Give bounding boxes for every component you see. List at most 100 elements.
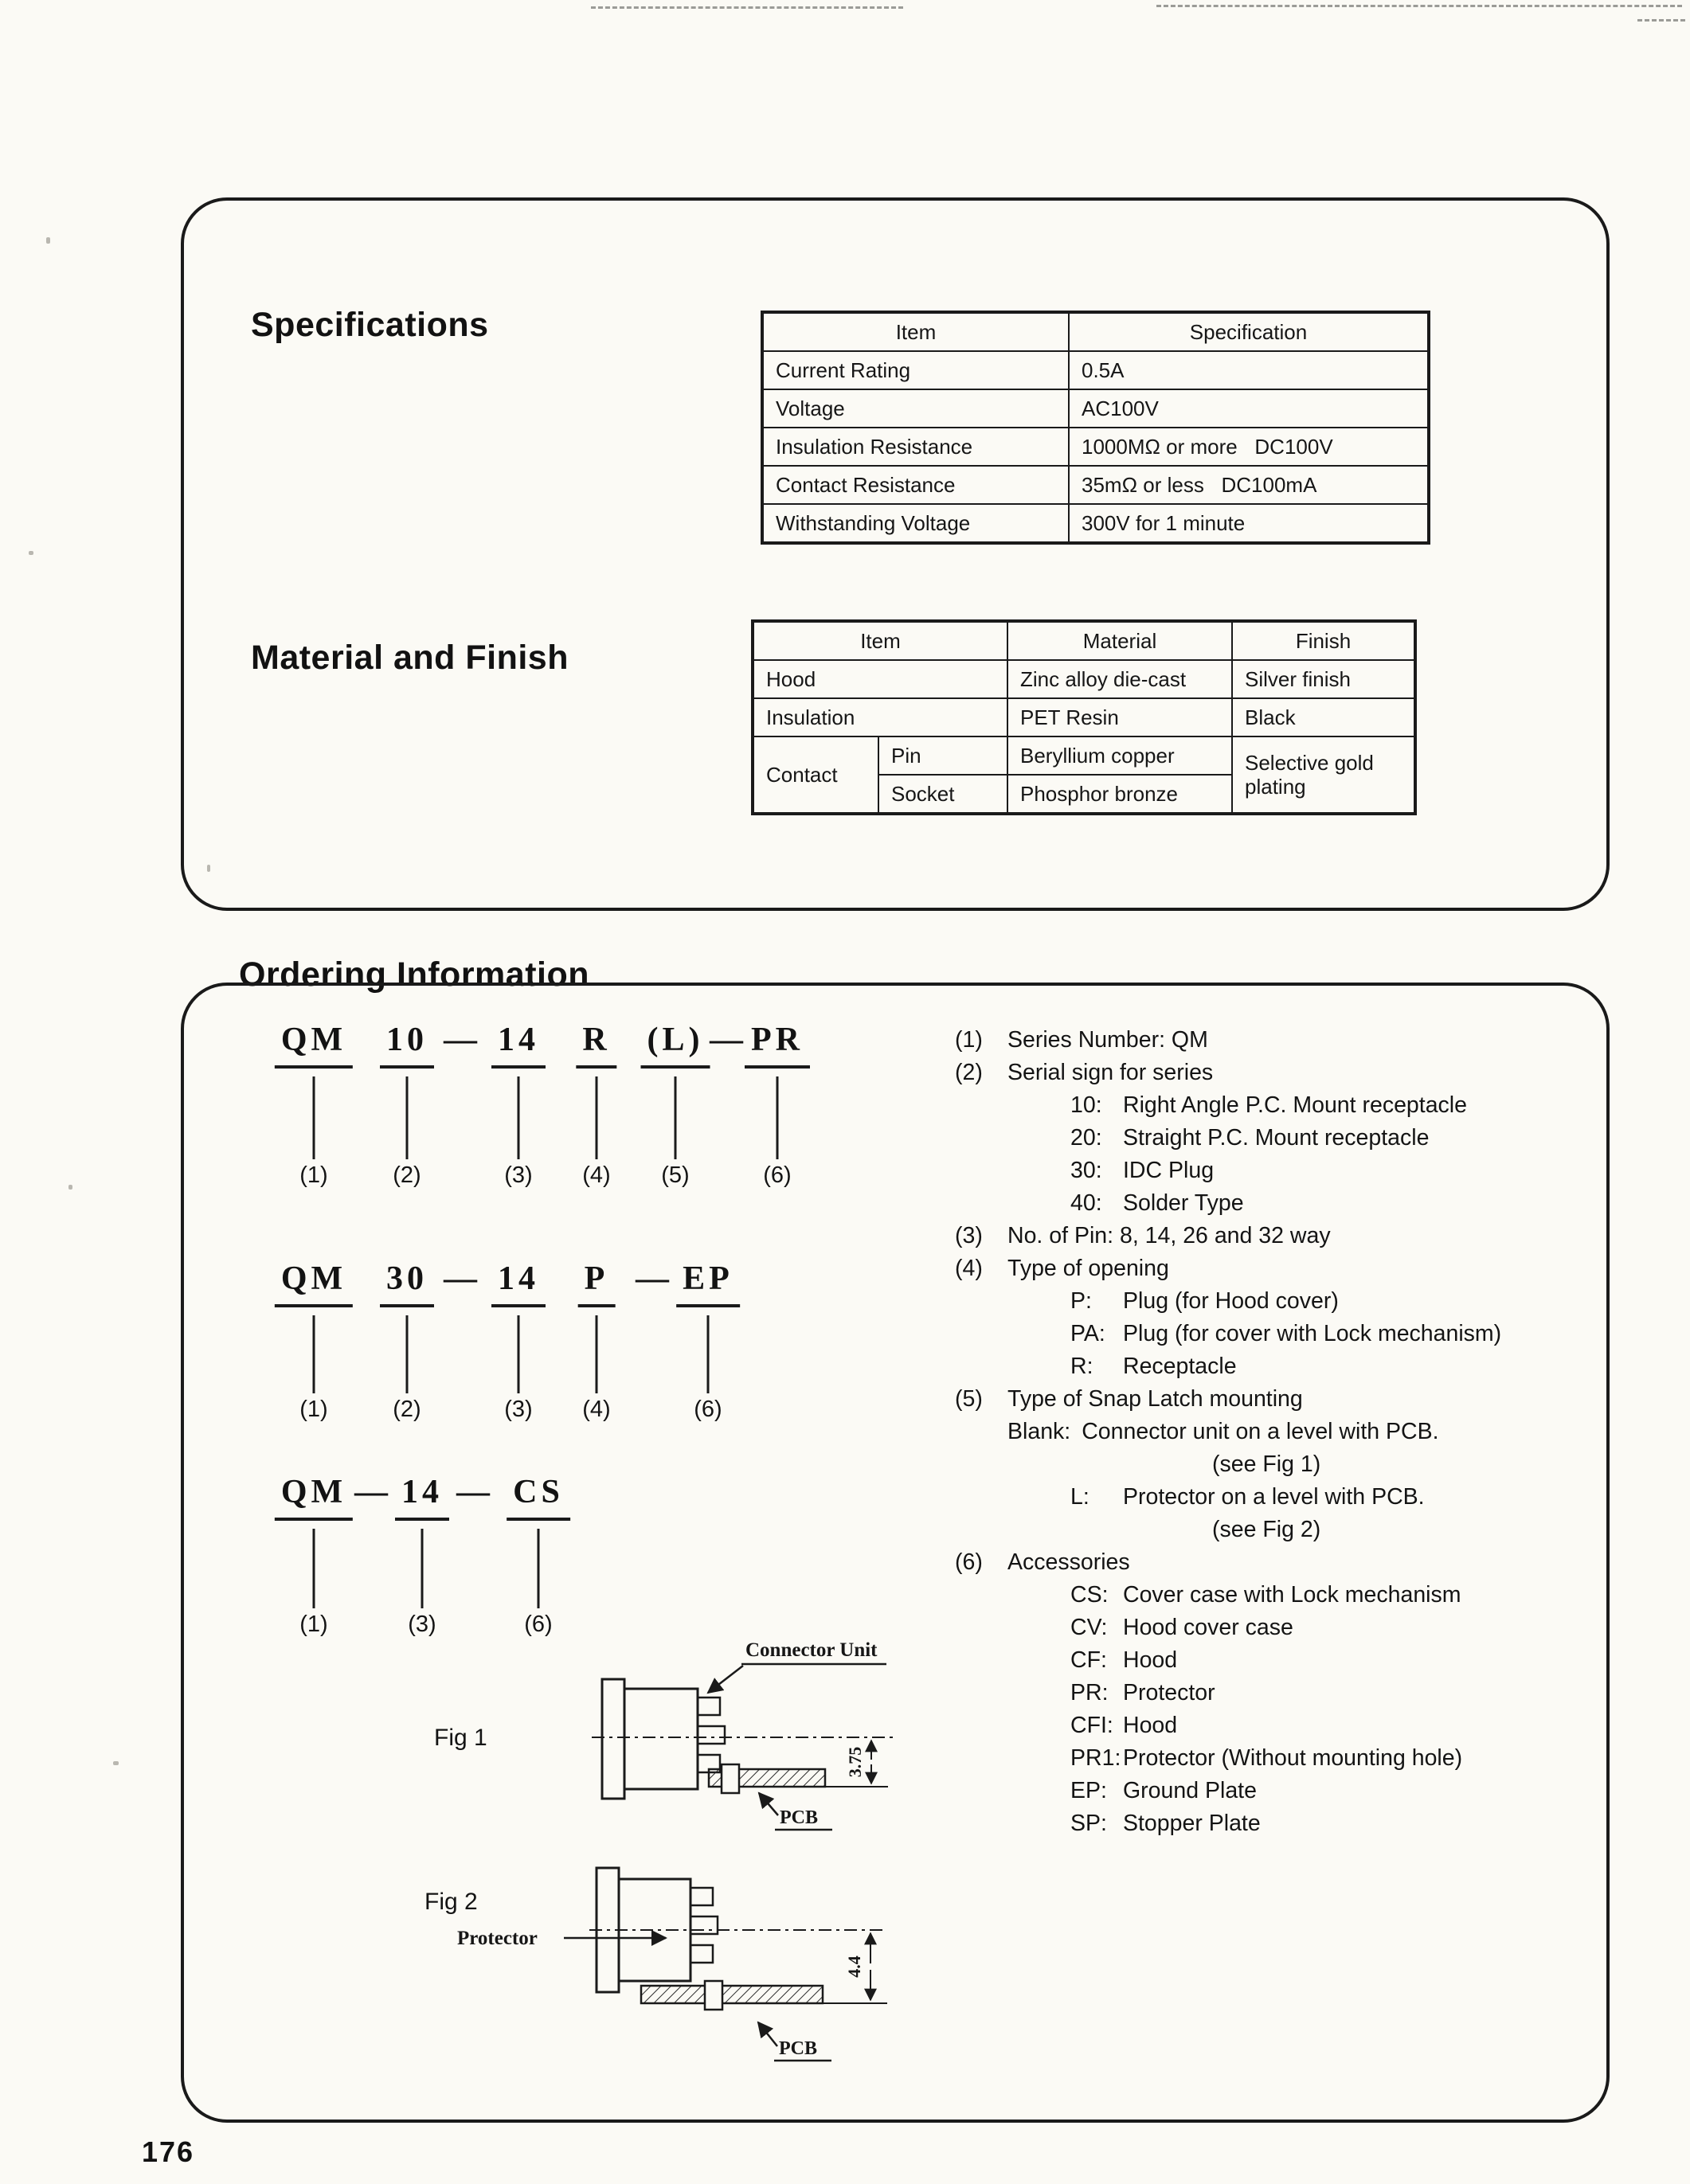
note-sub-row: CS: Cover case with Lock mechanism xyxy=(955,1579,1616,1612)
table-row: Insulation Resistance 1000MΩ or more DC1… xyxy=(761,427,1430,467)
note-title: Type of opening xyxy=(1007,1256,1169,1281)
note-sub-row: SP: Stopper Plate xyxy=(955,1807,1616,1840)
note-sub-row: 40: Solder Type xyxy=(955,1187,1616,1220)
table-row: Withstanding Voltage 300V for 1 minute xyxy=(761,503,1430,544)
callout-line xyxy=(595,1315,598,1393)
note-number: (1) xyxy=(955,1027,983,1053)
pcb-board xyxy=(640,1984,824,2005)
code-dash: — xyxy=(710,1022,743,1058)
callout-line xyxy=(312,1529,315,1608)
ordering-heading: Ordering Information xyxy=(239,955,589,994)
sub-text: Protector (Without mounting hole) xyxy=(1123,1745,1463,1771)
note-sub-row: CFI: Hood xyxy=(955,1709,1616,1742)
code-callout: (6) xyxy=(694,1397,722,1422)
callout-line xyxy=(312,1076,315,1159)
specifications-table: Item Specification Current Rating 0.5A V… xyxy=(761,311,1430,545)
scan-artifact xyxy=(46,237,50,244)
note-sub-row: PR1: Protector (Without mounting hole) xyxy=(955,1742,1616,1775)
note-sub-row: EP: Ground Plate xyxy=(955,1775,1616,1807)
cell-spec: 1000MΩ or more DC100V xyxy=(1068,427,1430,467)
code-token: P xyxy=(577,1260,616,1307)
callout-line xyxy=(595,1076,598,1159)
scan-artifact xyxy=(113,1761,119,1765)
code-token: 30 xyxy=(380,1260,434,1307)
mounting-peg xyxy=(720,1763,741,1795)
fig1-drawing: 3.75 Connector Unit PCB xyxy=(592,1639,898,1831)
sub-text: (see Fig 2) xyxy=(1212,1517,1321,1542)
cell-item: Withstanding Voltage xyxy=(761,503,1070,544)
sub-text: Protector xyxy=(1123,1680,1215,1705)
cell-item: Hood xyxy=(752,659,1008,699)
code-callout: (6) xyxy=(524,1612,553,1637)
sub-key: PA: xyxy=(1070,1321,1105,1346)
column-header-item: Item xyxy=(752,620,1008,661)
sub-key: L: xyxy=(1070,1484,1090,1510)
protector-label: Protector xyxy=(457,1928,538,1949)
code-token: (L) xyxy=(640,1021,710,1069)
note-sub-row: (see Fig 1) xyxy=(955,1448,1616,1481)
ordering-panel xyxy=(181,983,1610,2123)
code-token: 14 xyxy=(395,1473,449,1521)
note-number: (2) xyxy=(955,1060,983,1085)
fig2-label: Fig 2 xyxy=(424,1889,478,1915)
material-finish-table: Item Material Finish Hood Zinc alloy die… xyxy=(751,619,1417,815)
code-callout: (3) xyxy=(504,1397,533,1422)
leader-arrow xyxy=(757,1791,779,1816)
sub-text: Ground Plate xyxy=(1123,1778,1257,1803)
cell-material: PET Resin xyxy=(1007,697,1233,737)
note-sub-row: 10: Right Angle P.C. Mount receptacle xyxy=(955,1089,1616,1122)
table-header-row: Item Material Finish xyxy=(752,620,1416,661)
note-row: (5) Type of Snap Latch mounting xyxy=(955,1383,1616,1416)
note-number: (5) xyxy=(955,1386,983,1412)
sub-key: 40: xyxy=(1070,1190,1102,1216)
note-sub-row: CV: Hood cover case xyxy=(955,1612,1616,1644)
note-row: (2) Serial sign for series xyxy=(955,1057,1616,1089)
cell-item: Socket xyxy=(878,774,1008,815)
contact-step xyxy=(696,1696,722,1717)
fig2-drawing: Protector 4.4 PCB xyxy=(457,1866,887,2062)
note-sub-row: PR: Protector xyxy=(955,1677,1616,1709)
code-callout: (2) xyxy=(393,1162,421,1188)
callout-line xyxy=(405,1076,409,1159)
cell-item: Contact Resistance xyxy=(761,465,1070,505)
sub-key: CFI: xyxy=(1070,1713,1113,1738)
sub-key: CV: xyxy=(1070,1615,1108,1640)
code-callout: (4) xyxy=(582,1162,611,1188)
code-callout: (1) xyxy=(299,1162,328,1188)
table-row: Socket Phosphor bronze xyxy=(753,774,1415,815)
code-callout: (1) xyxy=(299,1397,328,1422)
contact-step xyxy=(689,1944,714,1964)
cell-item: Insulation Resistance xyxy=(761,427,1070,467)
note-number: (3) xyxy=(955,1223,983,1248)
sub-key: PR1: xyxy=(1070,1745,1121,1771)
cell-contact-label: Contact xyxy=(752,736,879,815)
callout-line xyxy=(517,1076,520,1159)
cell-finish: Selective gold plating xyxy=(1231,736,1416,815)
connector-unit-label: Connector Unit xyxy=(745,1639,878,1661)
note-title: Serial sign for series xyxy=(1007,1060,1214,1085)
column-header-item: Item xyxy=(761,311,1070,352)
sub-key: CS: xyxy=(1070,1582,1109,1608)
cell-finish: Black xyxy=(1231,697,1416,737)
sub-text: Connector unit on a level with PCB. xyxy=(1082,1419,1439,1444)
table-row: Contact Pin Beryllium copper Selective g… xyxy=(752,736,1416,815)
fig2-dimension-value: 4.4 xyxy=(844,1955,864,1978)
sub-text: IDC Plug xyxy=(1123,1158,1215,1183)
code-token: 10 xyxy=(380,1021,434,1069)
contact-step xyxy=(689,1886,714,1907)
sub-text: (see Fig 1) xyxy=(1212,1451,1321,1477)
note-sub-row: Blank: Connector unit on a level with PC… xyxy=(955,1416,1616,1448)
mounting-peg xyxy=(703,1979,724,2011)
sub-key: EP: xyxy=(1070,1778,1107,1803)
code-dash: — xyxy=(354,1474,388,1510)
table-row: Insulation PET Resin Black xyxy=(752,697,1416,737)
contact-step xyxy=(689,1915,719,1936)
cell-item: Current Rating xyxy=(761,350,1070,390)
note-row: (3) No. of Pin: 8, 14, 26 and 32 way xyxy=(955,1220,1616,1252)
sub-key: 10: xyxy=(1070,1092,1102,1118)
code-callout: (3) xyxy=(408,1612,436,1637)
specifications-heading: Specifications xyxy=(251,305,489,344)
sub-key: Blank: xyxy=(1007,1419,1071,1444)
cell-spec: 0.5A xyxy=(1068,350,1430,390)
note-row: (6) Accessories xyxy=(955,1546,1616,1579)
